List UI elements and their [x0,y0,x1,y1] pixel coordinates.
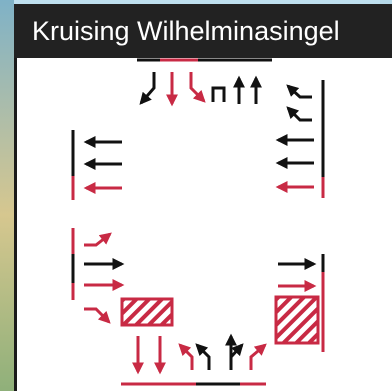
north-exit-turn-arrow [211,86,226,102]
intersection-title: Kruising Wilhelminasingel [14,4,392,58]
west-approach [71,228,125,324]
north-lane-arrows [139,72,262,107]
west-exit-lanes [71,130,122,200]
west-left-turn-arrow [84,232,112,247]
intersection-panel [14,4,392,391]
east-approach [275,80,325,198]
south-left-turn-arrow-2 [195,343,211,370]
east-lower-lanes [278,254,325,352]
north-left-turn-arrow [139,72,156,105]
east-top-turn-arrow-2 [286,106,312,122]
background-strip-left [0,0,14,391]
south-left-turn-arrow-1 [178,343,194,370]
east-top-turn-arrow-1 [286,84,312,99]
south-right-turn-arrow-2 [249,343,267,370]
north-right-turn-arrow [189,72,206,103]
west-right-turn-arrow [84,307,111,324]
west-blocked-area [120,297,174,327]
south-lane-arrows [132,333,267,375]
east-blocked-area [274,295,320,345]
south-right-turn-arrow-1 [229,343,244,359]
